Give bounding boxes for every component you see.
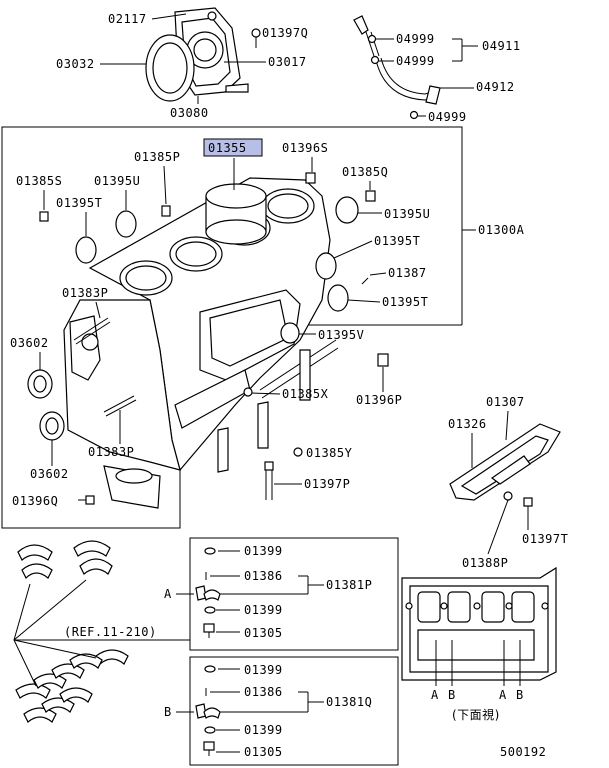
label-01395U-a[interactable]: 01395U bbox=[94, 174, 140, 188]
label-01396P[interactable]: 01396P bbox=[356, 393, 402, 407]
rear-oil-seal[interactable] bbox=[145, 34, 195, 102]
label-01355[interactable]: 01355 bbox=[208, 141, 247, 155]
highlight-01355 bbox=[203, 138, 263, 157]
stud-bolt-01383P-b[interactable] bbox=[103, 395, 137, 417]
label-03017[interactable]: 03017 bbox=[268, 55, 307, 69]
label-01397Q[interactable]: 01397Q bbox=[262, 26, 308, 40]
bushing-03602-b[interactable] bbox=[39, 411, 65, 441]
cap-plug-01395T-a[interactable] bbox=[75, 236, 97, 264]
bushing-03602-a[interactable] bbox=[27, 369, 53, 399]
label-01395T-b[interactable]: 01395T bbox=[374, 234, 420, 248]
label-01300A[interactable]: 01300A bbox=[478, 223, 525, 237]
bearing-group-b-icons[interactable] bbox=[195, 665, 221, 756]
washer-01388P[interactable] bbox=[503, 491, 513, 501]
cylinder-sleeve[interactable] bbox=[205, 158, 267, 245]
label-01385X[interactable]: 01385X bbox=[282, 387, 329, 401]
label-01305-b[interactable]: 01305 bbox=[244, 745, 283, 759]
pin-01387[interactable] bbox=[361, 277, 369, 285]
label-marker-a-1[interactable]: A bbox=[431, 688, 439, 702]
bolt-01397Q[interactable] bbox=[251, 28, 261, 48]
label-01399-b[interactable]: 01399 bbox=[244, 603, 283, 617]
label-01381P[interactable]: 01381P bbox=[326, 578, 372, 592]
bearing-cap[interactable] bbox=[103, 465, 161, 509]
label-marker-b-left[interactable]: B bbox=[164, 705, 172, 719]
label-04999-c[interactable]: 04999 bbox=[428, 110, 467, 124]
plug-01385P[interactable] bbox=[161, 205, 171, 217]
label-01395V[interactable]: 01395V bbox=[318, 328, 364, 342]
label-01395T-a[interactable]: 01395T bbox=[56, 196, 102, 210]
oil-pan-gasket[interactable] bbox=[449, 423, 561, 501]
label-01399-d[interactable]: 01399 bbox=[244, 723, 283, 737]
stud-bolt-01383P-a[interactable] bbox=[73, 317, 111, 345]
label-01397P[interactable]: 01397P bbox=[304, 477, 350, 491]
label-bottom-view: (下面視) bbox=[452, 707, 500, 722]
label-02117[interactable]: 02117 bbox=[108, 12, 147, 26]
label-01383P-b[interactable]: 01383P bbox=[88, 445, 134, 459]
label-01381Q[interactable]: 01381Q bbox=[326, 695, 372, 709]
label-01395T-c[interactable]: 01395T bbox=[382, 295, 428, 309]
label-04999-a[interactable]: 04999 bbox=[396, 32, 435, 46]
label-01385Q[interactable]: 01385Q bbox=[342, 165, 388, 179]
plug-01396Q[interactable] bbox=[85, 495, 95, 505]
cap-plug-01395U-a[interactable] bbox=[115, 210, 137, 238]
label-01383P-a[interactable]: 01383P bbox=[62, 286, 108, 300]
label-01387[interactable]: 01387 bbox=[388, 266, 427, 280]
plug-01396P[interactable] bbox=[377, 353, 389, 367]
plug-01385Y[interactable] bbox=[293, 447, 303, 457]
bolt-01397P[interactable] bbox=[264, 461, 274, 500]
label-01386-a[interactable]: 01386 bbox=[244, 569, 283, 583]
label-marker-b-2[interactable]: B bbox=[516, 688, 524, 702]
label-01386-b[interactable]: 01386 bbox=[244, 685, 283, 699]
label-04999-b[interactable]: 04999 bbox=[396, 54, 435, 68]
label-marker-a-2[interactable]: A bbox=[499, 688, 507, 702]
label-ref-11-210[interactable]: (REF.11-210) bbox=[64, 625, 157, 639]
label-03602-b[interactable]: 03602 bbox=[30, 467, 69, 481]
label-01326[interactable]: 01326 bbox=[448, 417, 487, 431]
label-01396S[interactable]: 01396S bbox=[282, 141, 328, 155]
label-01388P[interactable]: 01388P bbox=[462, 556, 508, 570]
label-01397T[interactable]: 01397T bbox=[522, 532, 568, 546]
label-01385P[interactable]: 01385P bbox=[134, 150, 180, 164]
plug-01385Q[interactable] bbox=[365, 190, 376, 202]
main-bearing-set[interactable] bbox=[15, 540, 129, 723]
oil-level-gauge[interactable] bbox=[353, 15, 441, 120]
label-marker-b-1[interactable]: B bbox=[448, 688, 456, 702]
label-marker-a-left[interactable]: A bbox=[164, 587, 172, 601]
label-01385Y[interactable]: 01385Y bbox=[306, 446, 353, 460]
label-04912[interactable]: 04912 bbox=[476, 80, 515, 94]
cap-plug-01395T-c[interactable] bbox=[327, 284, 349, 312]
label-01385S[interactable]: 01385S bbox=[16, 174, 62, 188]
diagram-id: 500192 bbox=[500, 745, 546, 759]
label-01399-a[interactable]: 01399 bbox=[244, 544, 283, 558]
label-01395U-b[interactable]: 01395U bbox=[384, 207, 430, 221]
cap-plug-01395T-b[interactable] bbox=[315, 252, 337, 280]
bolt-01397T[interactable] bbox=[523, 497, 533, 507]
plug-01385X[interactable] bbox=[243, 387, 253, 397]
label-01399-c[interactable]: 01399 bbox=[244, 663, 283, 677]
label-01305-a[interactable]: 01305 bbox=[244, 626, 283, 640]
label-01396Q[interactable]: 01396Q bbox=[12, 494, 58, 508]
label-03080[interactable]: 03080 bbox=[170, 106, 209, 120]
label-03602-a[interactable]: 03602 bbox=[10, 336, 49, 350]
cylinder-block-bottom-view[interactable] bbox=[401, 566, 557, 681]
bearing-group-a-icons[interactable] bbox=[195, 547, 221, 638]
plug-01385S[interactable] bbox=[39, 211, 49, 222]
bearing-group-b-frame bbox=[189, 656, 399, 766]
label-04911[interactable]: 04911 bbox=[482, 39, 521, 53]
label-03032[interactable]: 03032 bbox=[56, 57, 95, 71]
cap-plug-01395U-b[interactable] bbox=[335, 196, 359, 224]
label-01307[interactable]: 01307 bbox=[486, 395, 525, 409]
cap-plug-01395V[interactable] bbox=[280, 322, 300, 344]
plug-01396S[interactable] bbox=[305, 172, 316, 184]
